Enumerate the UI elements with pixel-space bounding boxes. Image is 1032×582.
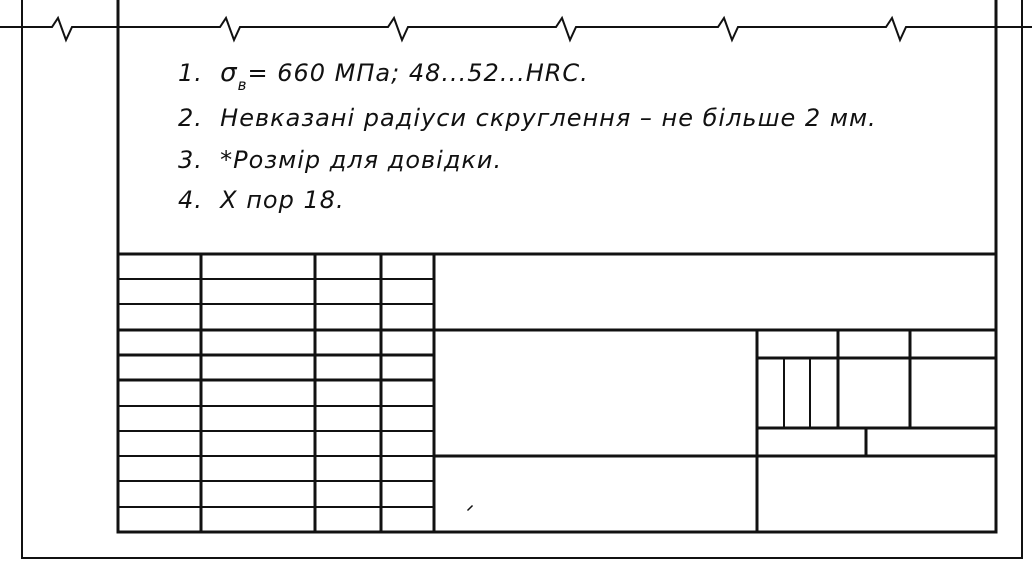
note-1-number: 1. bbox=[178, 59, 203, 87]
note-2-number: 2. bbox=[178, 104, 203, 132]
technical-note-4: 4. X пор 18. bbox=[178, 188, 345, 212]
note-1-text: = 660 МПа; 48...52...HRC. bbox=[247, 59, 589, 87]
stray-mark bbox=[466, 504, 474, 512]
note-4-number: 4. bbox=[178, 186, 203, 214]
note-3-number: 3. bbox=[178, 146, 203, 174]
note-3-text: *Розмір для довідки. bbox=[220, 146, 503, 174]
sigma-symbol: σ bbox=[220, 58, 238, 88]
technical-note-1: 1. σв= 660 МПа; 48...52...HRC. bbox=[178, 60, 589, 93]
sigma-subscript: в bbox=[237, 76, 248, 94]
note-2-text: Невказані радіуси скруглення – не більше… bbox=[220, 104, 877, 132]
technical-note-3: 3. *Розмір для довідки. bbox=[178, 148, 502, 172]
note-4-text: X пор 18. bbox=[220, 186, 345, 214]
technical-note-2: 2. Невказані радіуси скруглення – не біл… bbox=[178, 106, 877, 130]
break-line bbox=[0, 15, 1032, 43]
left-grid-rows bbox=[116, 278, 436, 508]
